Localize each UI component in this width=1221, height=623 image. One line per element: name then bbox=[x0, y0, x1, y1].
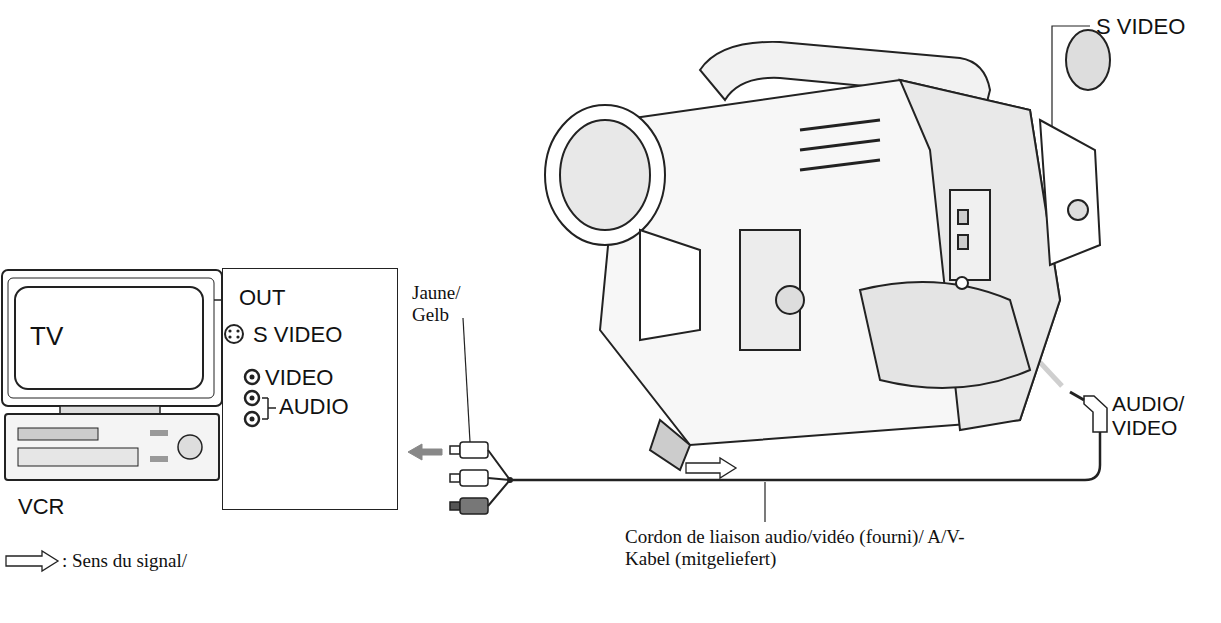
s-video-jack bbox=[225, 325, 243, 343]
mini-plug-tip bbox=[1070, 392, 1084, 400]
color-label: Jaune/ Gelb bbox=[412, 282, 472, 326]
rca-plugs bbox=[450, 442, 510, 514]
port-label: AUDIO/ VIDEO bbox=[1112, 392, 1190, 440]
vcr-slot bbox=[18, 428, 98, 440]
leader-line bbox=[764, 482, 765, 522]
node-text: S VIDEO bbox=[253, 322, 342, 347]
vcr-button bbox=[150, 456, 168, 462]
audio-jack bbox=[245, 412, 259, 426]
video-jack bbox=[245, 370, 259, 384]
tv-screen: TV bbox=[14, 286, 204, 390]
node-text: VIDEO bbox=[265, 365, 333, 390]
leader-line bbox=[463, 318, 470, 442]
cable-label: Cordon de liaison audio/vidéo (fourni)/ … bbox=[625, 526, 975, 570]
vcr-knob bbox=[178, 435, 202, 459]
legend-sample bbox=[6, 551, 58, 571]
vcr-panel bbox=[18, 448, 138, 466]
vcr-body bbox=[5, 414, 219, 480]
node-text: OUT bbox=[239, 285, 285, 310]
node-text: TV bbox=[30, 322, 63, 352]
camcorder bbox=[545, 30, 1110, 470]
port-label: S VIDEO bbox=[1096, 14, 1206, 39]
device-label: VCR bbox=[18, 494, 108, 519]
legend-text: : Sens du signal/ bbox=[62, 550, 187, 572]
av-cable bbox=[510, 432, 1100, 480]
bracket bbox=[262, 398, 276, 419]
signal-arrow bbox=[408, 444, 442, 460]
tv-bezel bbox=[8, 278, 214, 398]
output-panel: OUT S VIDEO VIDEO AUDIO bbox=[222, 268, 398, 510]
tv-cabinet bbox=[2, 270, 222, 406]
vcr-button bbox=[150, 430, 168, 436]
leader-line bbox=[214, 299, 222, 301]
tv-stand bbox=[60, 406, 160, 414]
signal-arrow bbox=[686, 458, 736, 478]
mini-plug bbox=[1084, 396, 1107, 432]
audio-jack bbox=[245, 391, 259, 405]
node-text: AUDIO bbox=[279, 394, 349, 419]
